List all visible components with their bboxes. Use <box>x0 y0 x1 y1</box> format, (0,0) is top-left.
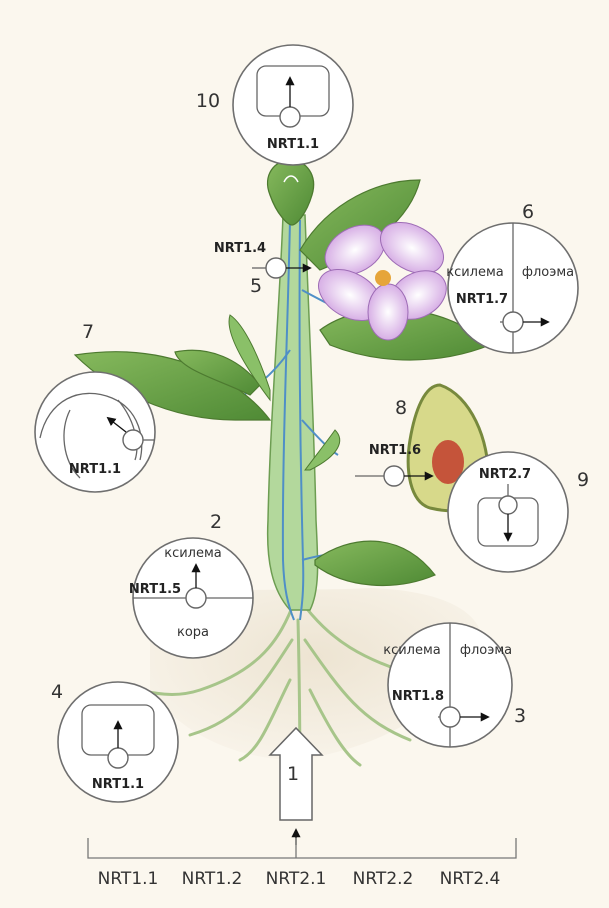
gene-label-5: NRT1.4 <box>214 241 266 256</box>
panel-7: NRT1.1 <box>35 372 155 492</box>
panel-9: NRT2.7 <box>448 452 568 572</box>
gene-label-9: NRT2.7 <box>479 467 531 482</box>
xylem-label-2: ксилема <box>164 546 222 561</box>
panel-10: NRT1.1 <box>233 45 353 165</box>
number-7: 7 <box>82 321 94 343</box>
phloem-label-6: флоэма <box>522 265 574 280</box>
number-4: 4 <box>51 681 63 703</box>
bottom-gene-4: NRT2.2 <box>353 869 414 889</box>
gene-label-6: NRT1.7 <box>456 292 508 307</box>
xylem-label-3: ксилема <box>383 643 441 658</box>
gene-label-3: NRT1.8 <box>392 689 444 704</box>
panel-4: NRT1.1 <box>58 682 178 802</box>
gene-label-7: NRT1.1 <box>69 462 121 477</box>
number-1: 1 <box>287 763 299 785</box>
bottom-gene-1: NRT1.1 <box>98 869 159 889</box>
bottom-gene-list: NRT1.1 NRT1.2 NRT2.1 NRT2.2 NRT2.4 <box>98 869 501 889</box>
gene-label-2: NRT1.5 <box>129 582 181 597</box>
panel-6: ксилема флоэма NRT1.7 <box>446 223 578 353</box>
number-10: 10 <box>196 90 220 112</box>
number-9: 9 <box>577 469 589 491</box>
bottom-gene-2: NRT1.2 <box>182 869 243 889</box>
bottom-gene-5: NRT2.4 <box>440 869 501 889</box>
gene-label-10: NRT1.1 <box>267 137 319 152</box>
gene-label-8: NRT1.6 <box>369 443 421 458</box>
xylem-label-6: ксилема <box>446 265 504 280</box>
number-3: 3 <box>514 705 526 727</box>
number-2: 2 <box>210 511 222 533</box>
phloem-label-3: флоэма <box>460 643 512 658</box>
number-5: 5 <box>250 275 262 297</box>
number-8: 8 <box>395 397 407 419</box>
gene-label-4: NRT1.1 <box>92 777 144 792</box>
number-6: 6 <box>522 201 534 223</box>
bottom-gene-3: NRT2.1 <box>266 869 327 889</box>
cortex-label-2: кора <box>177 625 209 640</box>
